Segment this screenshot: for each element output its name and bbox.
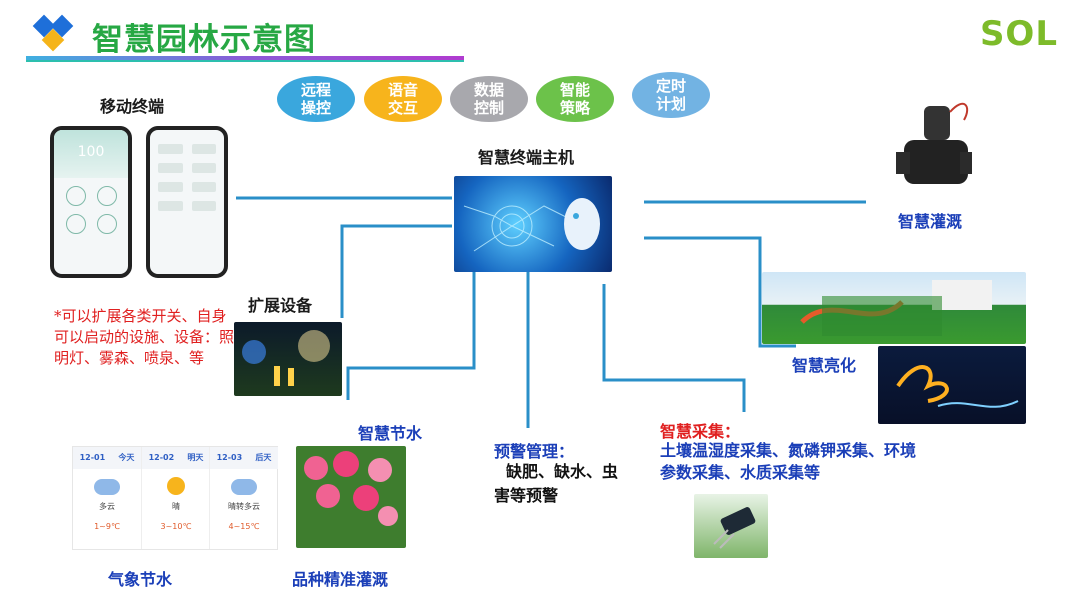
cloudy-icon <box>94 479 120 495</box>
host-ai-image <box>454 176 612 272</box>
header-underline-accent <box>26 60 464 62</box>
expansion-note: *可以扩展各类开关、自身可以启动的设施、设备：照明灯、雾森、喷泉、等 <box>54 307 235 367</box>
pill-voice-interaction: 语音 交互 <box>364 76 442 122</box>
sun-icon <box>167 477 185 495</box>
phone-screen-right <box>146 126 228 278</box>
mobile-terminal-label: 移动终端 <box>100 97 165 116</box>
rose-flowers-image <box>296 446 406 548</box>
weather-saving-label: 气象节水 <box>108 570 173 589</box>
smart-water-saving-label: 智慧节水 <box>358 424 423 443</box>
expansion-devices-label: 扩展设备 <box>248 296 313 315</box>
phone-screen-left: 100 <box>50 126 132 278</box>
header-underline <box>26 56 464 60</box>
pill-data-control: 数据 控制 <box>450 76 528 122</box>
night-lighting-image <box>878 346 1026 424</box>
pill-smart-strategy: 智能 策略 <box>536 76 614 122</box>
variety-irrigation-label: 品种精准灌溉 <box>292 570 389 589</box>
warning-title: 预警管理： <box>494 442 575 461</box>
smart-lighting-label: 智慧亮化 <box>792 356 857 375</box>
warning-body: 缺肥、缺水、虫害等预警 <box>494 462 619 505</box>
smart-irrigation-label: 智慧灌溉 <box>898 212 963 231</box>
brand-logo-text: SOL <box>979 14 1058 54</box>
pill-timer-plan: 定时 计划 <box>632 72 710 118</box>
host-label: 智慧终端主机 <box>478 148 575 167</box>
page-title: 智慧园林示意图 <box>92 22 316 58</box>
irrigation-valve-image <box>894 96 974 196</box>
phone-value: 100 <box>54 130 128 178</box>
soil-sensor-image <box>694 494 768 558</box>
collection-title: 智慧采集： <box>660 422 741 441</box>
landscape-wall-image <box>762 272 1026 344</box>
pill-remote-control: 远程 操控 <box>277 76 355 122</box>
partly-cloudy-icon <box>231 479 257 495</box>
garden-night-lights-image <box>234 322 342 396</box>
collection-body: 土壤温湿度采集、氮磷钾采集、环境参数采集、水质采集等 <box>660 441 917 482</box>
brand-diamonds-logo <box>32 14 74 52</box>
